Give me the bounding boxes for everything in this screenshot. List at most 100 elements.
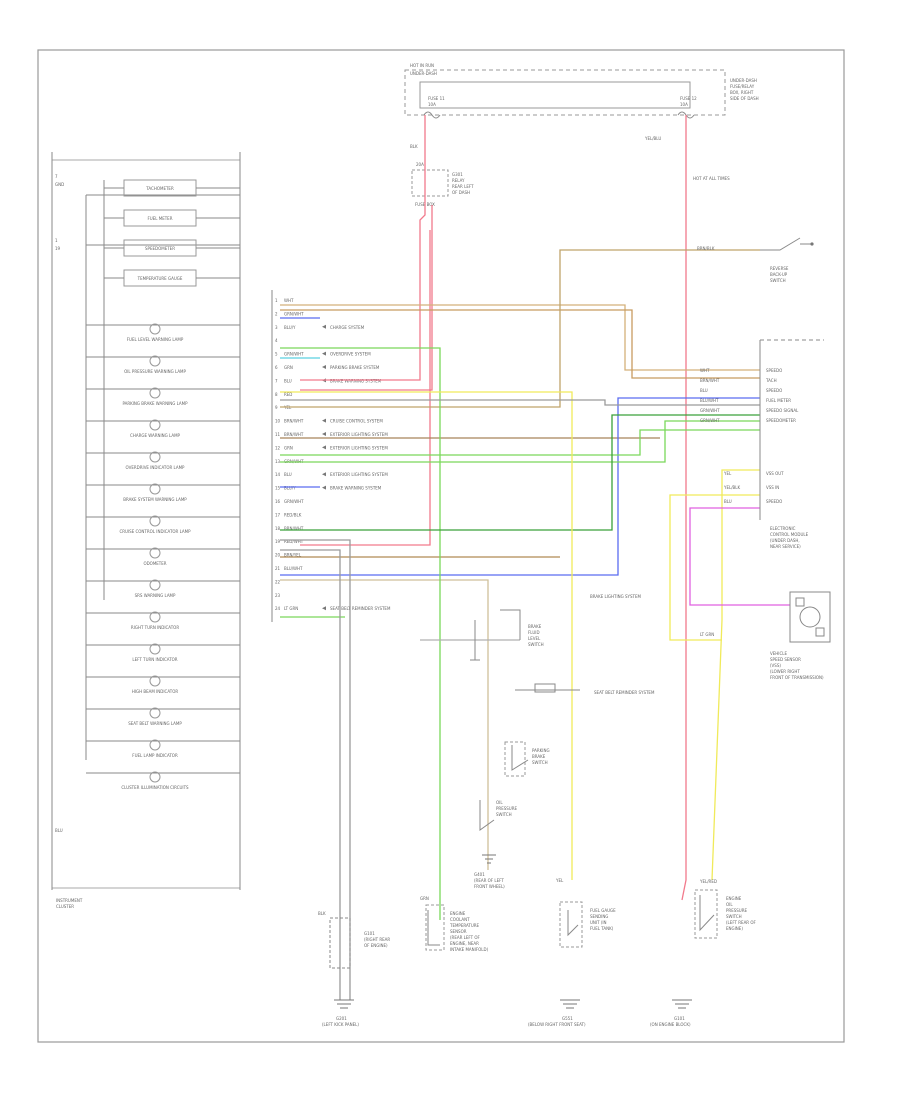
connector-pin: 13: [275, 459, 281, 464]
lamp-bulb: [149, 419, 161, 431]
ecm-pin-name: SPEEDO: [766, 388, 782, 393]
connector-row: 8 RED: [275, 392, 292, 397]
cluster-lamp: OVERDRIVE INDICATOR LAMP: [86, 451, 240, 470]
lamp-bulb: [149, 451, 161, 463]
connector-wire-color: BLU/Y: [284, 325, 296, 330]
fuse-box: HOT IN RUN UNDER-DASH FUSE 11 10A FUSE 1…: [404, 63, 759, 119]
connector-wire-color: RED/BLK: [284, 512, 302, 517]
lamp-bulb: [149, 739, 161, 751]
ground-3-desc: (ON ENGINE BLOCK): [650, 1022, 691, 1027]
connector-pin: 20: [275, 553, 281, 558]
coolant-label-6: ENGINE, NEAR: [450, 941, 479, 946]
cluster-lamp: PARKING BRAKE WARNING LAMP: [86, 387, 240, 406]
connector-wire-color: BLU/WHT: [284, 566, 303, 571]
connector-arrow-icon: [322, 445, 326, 450]
lamp-bulb: [149, 387, 161, 399]
connector-pin: 8: [275, 392, 278, 397]
connector-wire-color: BRN/WHT: [284, 432, 304, 437]
alternator-label-1: G101: [364, 931, 375, 936]
instrument-cluster: 7 GND 1 19 BLU INSTRUMENT CLUSTER TACHOM…: [51, 152, 241, 909]
cluster-lamp: CHARGE WARNING LAMP: [86, 419, 240, 438]
connector-wire-color: RED: [284, 392, 292, 397]
wire-yellow-3: [711, 469, 760, 881]
coolant-sensor-wire: GRN: [420, 896, 429, 901]
connector-arrow-icon: [322, 485, 326, 490]
coolant-label-3: TEMPERATURE: [449, 923, 480, 928]
wire-green-1: [280, 347, 441, 920]
cluster-lamp-name: HIGH BEAM INDICATOR: [132, 689, 179, 694]
fuse-left-label: FUSE 11: [428, 96, 445, 101]
wire-blue-3: [280, 397, 760, 576]
alternator-label-2: (RIGHT REAR: [364, 937, 390, 942]
connector-pin: 18: [275, 526, 281, 531]
brake-fluid-1: BRAKE: [528, 624, 542, 629]
ground-g401-3: FRONT WHEEL): [474, 884, 505, 889]
ground-1-desc: (LEFT KICK PANEL): [322, 1022, 359, 1027]
connector-wire-color: WHT: [284, 298, 294, 303]
connector-destination: CRUISE CONTROL SYSTEM: [330, 419, 383, 424]
relay-label-4: OF DASH: [452, 190, 470, 195]
ground-1-name: G201: [336, 1016, 347, 1021]
oil-switch-label-1: ENGINE: [726, 896, 742, 901]
cluster-lamp: HIGH BEAM INDICATOR: [86, 675, 240, 694]
fuel-sender-label-3: UNIT (IN: [590, 920, 607, 925]
connector-pin: 17: [275, 512, 281, 517]
connector-wire-color: BRN/WHT: [284, 419, 304, 424]
cluster-lamp-name: BRAKE SYSTEM WARNING LAMP: [123, 497, 187, 502]
wire-green-2: [280, 429, 760, 456]
parking-brake-2: BRAKE: [532, 754, 546, 759]
ecm-pin-name: TACH: [765, 378, 777, 383]
connector-row: 23: [275, 593, 281, 598]
wire-green-4: [280, 414, 760, 531]
connector-pin: 6: [275, 365, 278, 370]
connector-arrow-icon: [322, 365, 326, 369]
ecm-lower-wire: YEL: [723, 471, 732, 476]
coolant-label-5: (REAR LEFT OF: [450, 935, 481, 940]
fuel-sender-label-4: FUEL TANK): [590, 926, 614, 931]
oil-switch-label-2: OIL: [726, 902, 733, 907]
connector-pin: 22: [275, 579, 281, 584]
hot-at-all-times-label: HOT AT ALL TIMES: [693, 176, 730, 181]
reverse-switch-label-1: REVERSE: [770, 266, 789, 271]
wire-tan-1: [280, 304, 760, 371]
ecm-pin-name: SPEEDO SIGNAL: [766, 408, 799, 413]
vss-label-3: (VSS): [770, 663, 781, 668]
wire-gray-2: [280, 539, 351, 1000]
oil-switch-label-6: ENGINE): [726, 926, 743, 931]
connector-pin: 10: [275, 419, 281, 424]
ecm-lower-wire: BLU: [724, 499, 732, 504]
ground-2-desc: (BELOW RIGHT FRONT SEAT): [528, 1022, 586, 1027]
connector-wire-color: GRN/WHT: [284, 311, 304, 316]
bottom-components: BLK G101 (RIGHT REAR OF ENGINE) GRN ENGI…: [318, 878, 757, 1027]
cluster-lamp: OIL PRESSURE WARNING LAMP: [86, 355, 240, 374]
ecm-label-3: (UNDER DASH,: [770, 538, 800, 543]
connector-pin: 2: [275, 311, 278, 316]
cluster-title-2: CLUSTER: [56, 904, 74, 909]
ecm-pin-name: FUEL METER: [766, 398, 791, 403]
ecm-lower-pin: VSS OUT: [766, 471, 784, 476]
ground-3-name: G101: [674, 1016, 685, 1021]
fuse-symbol-left: [423, 111, 441, 119]
ecm-label-2: CONTROL MODULE: [770, 532, 809, 537]
cluster-lamp-name: SRS WARNING LAMP: [135, 593, 176, 598]
connector-wire-color: GRN/WHT: [284, 352, 304, 357]
cluster-lamp-name: OVERDRIVE INDICATOR LAMP: [126, 465, 185, 470]
wire-gray-1: [280, 399, 760, 406]
relay-label-2: RELAY: [452, 178, 465, 183]
connector-wire-color: BLU: [284, 378, 292, 383]
fuse-box-location-4: SIDE OF DASH: [730, 96, 759, 101]
